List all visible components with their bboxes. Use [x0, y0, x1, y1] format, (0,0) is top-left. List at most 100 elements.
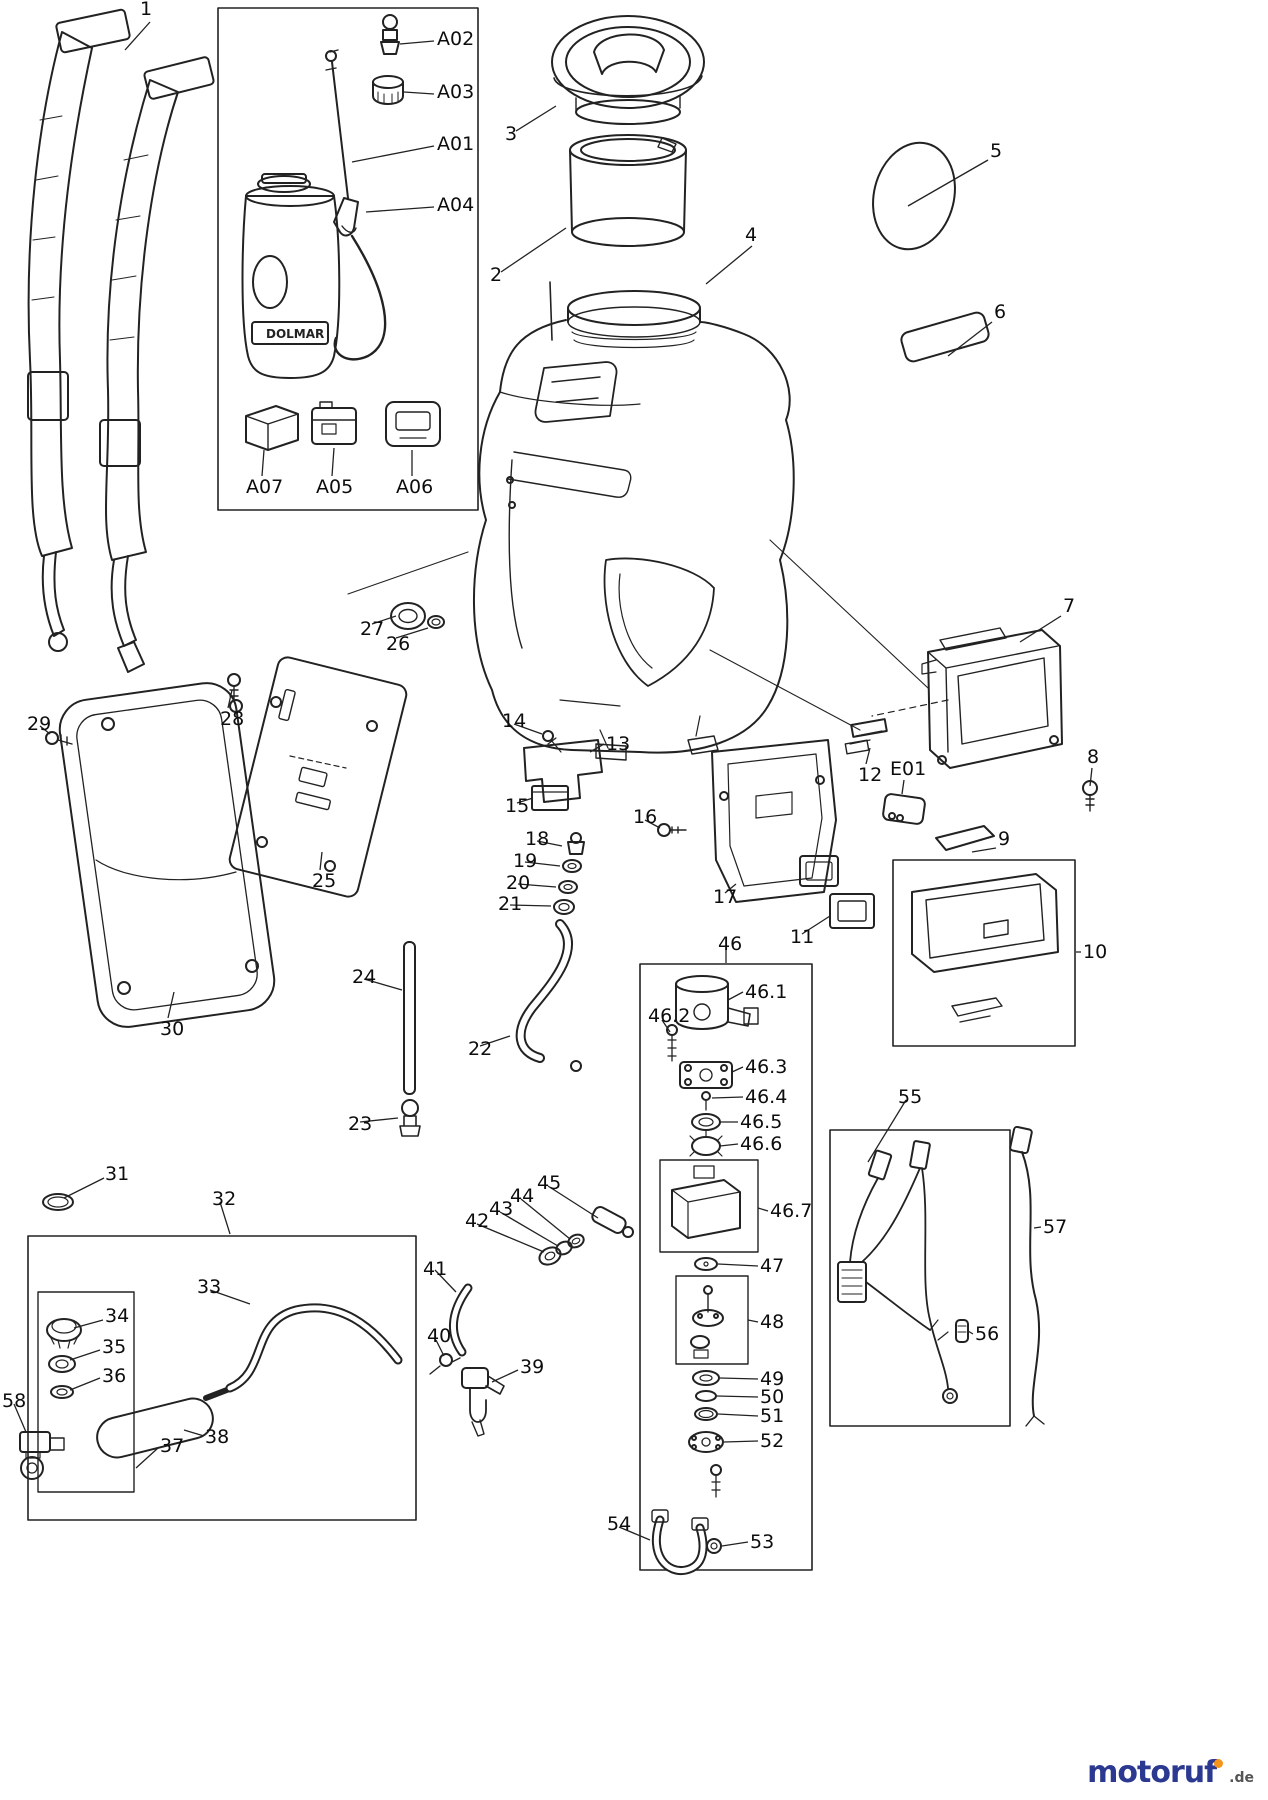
part-52-flange: [688, 1431, 724, 1498]
part-5-round-label: [872, 141, 956, 251]
watermark-accent-dot: [1214, 1759, 1224, 1768]
inset-handle-assembly: [27, 1235, 417, 1521]
part-a06-charger: [385, 401, 441, 447]
part-label: A01: [437, 133, 475, 155]
part-label: 17: [713, 886, 738, 908]
part-label: 14: [502, 710, 527, 732]
part-label: 24: [352, 966, 377, 988]
part-22-hose: [515, 919, 582, 1072]
part-35-nut: [48, 1355, 76, 1373]
part-19-washer: [562, 859, 582, 873]
part-23-valve: [399, 1099, 421, 1137]
part-label: 25: [312, 870, 337, 892]
part-label: 36: [102, 1365, 127, 1387]
part-label: 39: [520, 1356, 545, 1378]
part-label: 48: [760, 1311, 785, 1333]
part-17-frame: [711, 739, 839, 903]
part-53-clamp: [706, 1538, 722, 1554]
part-label: 35: [102, 1336, 127, 1358]
part-label: 46.1: [745, 981, 788, 1003]
part-a01-spray-wand: [325, 49, 349, 199]
part-label: 11: [790, 926, 815, 948]
part-label: E01: [890, 758, 927, 780]
part-label: 29: [27, 713, 52, 735]
part-label: 18: [525, 828, 550, 850]
part-label: 43: [489, 1198, 514, 1220]
part-label: 8: [1087, 746, 1100, 768]
part-label: 49: [760, 1368, 785, 1390]
part-25-mount-plate: [228, 656, 408, 898]
part-label: 9: [998, 828, 1011, 850]
part-6-sticker: [900, 311, 990, 363]
part-42-nut: [538, 1246, 562, 1266]
part-label: 21: [498, 893, 523, 915]
part-label: 46.6: [740, 1133, 783, 1155]
part-label: 46.3: [745, 1056, 788, 1078]
part-51-oring: [694, 1407, 718, 1421]
part-45-elbow: [591, 1206, 634, 1238]
part-label: 16: [633, 806, 658, 828]
part-46-7-housing: [659, 1159, 759, 1253]
part-label: 13: [606, 733, 631, 755]
part-label: 32: [212, 1188, 237, 1210]
inset-accessory-kit: DOLMAR: [217, 7, 479, 511]
part-label: A05: [316, 476, 354, 498]
part-24-tube: [403, 941, 416, 1095]
part-a05-battery: [311, 401, 357, 445]
part-39-valve: [461, 1367, 505, 1437]
part-a07-box: [245, 405, 299, 451]
part-10-base-kit: [892, 859, 1076, 1047]
part-36-washer: [50, 1385, 74, 1399]
part-21-nut: [553, 899, 575, 915]
part-4-main-tank: [473, 281, 795, 761]
part-label: 19: [513, 850, 538, 872]
part-9-pad: [935, 825, 995, 851]
part-50-washer: [695, 1390, 717, 1402]
part-label: 55: [898, 1086, 923, 1108]
part-label: 2: [490, 264, 503, 286]
part-label: 58: [2, 1390, 27, 1412]
part-a03-cap: [372, 75, 404, 105]
part-label: 15: [505, 795, 530, 817]
part-label: 46.7: [770, 1200, 813, 1222]
part-label: 34: [105, 1305, 130, 1327]
part-label: 33: [197, 1276, 222, 1298]
part-label: 10: [1083, 941, 1108, 963]
part-label: 44: [510, 1185, 535, 1207]
part-label: 1: [140, 0, 153, 20]
part-43-washer: [555, 1240, 573, 1256]
part-label: 28: [220, 708, 245, 730]
inset-wiring-harness: [829, 1129, 1011, 1427]
part-11-switch: [829, 893, 875, 929]
part-label: 54: [607, 1513, 632, 1535]
watermark-logo: motoruf.de: [1087, 1755, 1254, 1790]
part-27-nut: [390, 602, 426, 630]
watermark-brand: motoruf: [1087, 1755, 1217, 1790]
part-49-washer: [692, 1370, 720, 1386]
part-label: 57: [1043, 1216, 1068, 1238]
part-1-shoulder-straps: [27, 8, 215, 673]
part-34-cap: [46, 1318, 82, 1349]
part-label: 56: [975, 1323, 1000, 1345]
part-46-1-motor: [675, 975, 759, 1030]
part-46-3-plate: [679, 1061, 733, 1089]
part-label: 22: [468, 1038, 493, 1060]
part-label: A06: [396, 476, 434, 498]
part-a04-trigger: [333, 197, 387, 361]
part-31-oring: [42, 1193, 74, 1211]
part-a01-sprayer-tank: [241, 173, 341, 379]
part-57-cable: [1009, 1125, 1045, 1427]
part-label: 42: [465, 1210, 490, 1232]
part-33-tube: [225, 1303, 403, 1393]
part-label: 46: [718, 933, 743, 955]
part-label: 40: [427, 1325, 452, 1347]
part-26-washer: [427, 615, 445, 629]
part-13-bracket: [523, 739, 603, 803]
part-44-washer: [567, 1233, 585, 1249]
part-18-nozzle: [567, 832, 585, 855]
part-a02-nozzle: [380, 14, 400, 55]
part-label: 4: [745, 224, 758, 246]
part-label: 37: [160, 1435, 185, 1457]
